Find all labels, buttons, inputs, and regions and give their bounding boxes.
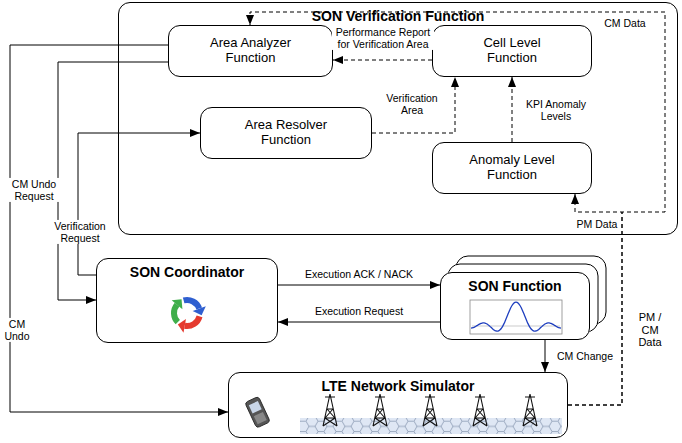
edge-label: Execution ACK / NACK [303, 268, 415, 280]
box-title: SON Function [468, 278, 561, 294]
edge-label: Verification Area [379, 92, 445, 116]
connector-arrow [545, 340, 546, 372]
edge-label: Performance Report for Verification Area [332, 26, 434, 50]
edge-label: PM Data [575, 218, 620, 230]
group-box: SON Function [440, 272, 590, 340]
connector-arrow [10, 45, 228, 412]
process-box: Area Resolver Function [200, 107, 372, 159]
connector-arrow [372, 77, 455, 133]
coordinator-icon [172, 299, 206, 332]
connector-arrow [568, 194, 622, 405]
box-label: Cell Level Function [462, 36, 562, 66]
group-box: LTE Network Simulator [228, 372, 568, 438]
sinc-plot [470, 300, 562, 334]
connector-arrow [333, 60, 432, 61]
connector-arrow [278, 285, 440, 286]
phone-icon [245, 396, 270, 428]
process-box: Cell Level Function [432, 25, 592, 77]
box-title: SON Coordinator [130, 264, 244, 280]
edge-label: CM Change [555, 350, 615, 362]
cell-towers [323, 394, 537, 426]
connector-arrow [278, 322, 440, 323]
box-title: LTE Network Simulator [322, 378, 475, 394]
box-label: Anomaly Level Function [457, 153, 567, 183]
edge-label: Verification Request [45, 220, 115, 244]
edge-label: KPI Anomaly Levels [518, 98, 594, 122]
edge-label: CM Data [602, 17, 647, 29]
edge-label: CM Undo [0, 318, 34, 342]
process-box: Anomaly Level Function [432, 142, 592, 194]
process-box: Area Analyzer Function [168, 25, 333, 77]
box-label: Area Analyzer Function [196, 36, 306, 66]
connector-arrow [250, 12, 665, 405]
connector-arrow [512, 77, 513, 142]
edge-label: CM Undo Request [9, 178, 59, 202]
group-box: SON Coordinator [96, 258, 278, 343]
line-label: PM / CM Data [634, 311, 666, 349]
box-label: Area Resolver Function [231, 118, 341, 148]
edge-label: Execution Request [313, 305, 405, 317]
box-title: SON Verification Function [312, 8, 485, 24]
connector-arrow [78, 133, 200, 275]
